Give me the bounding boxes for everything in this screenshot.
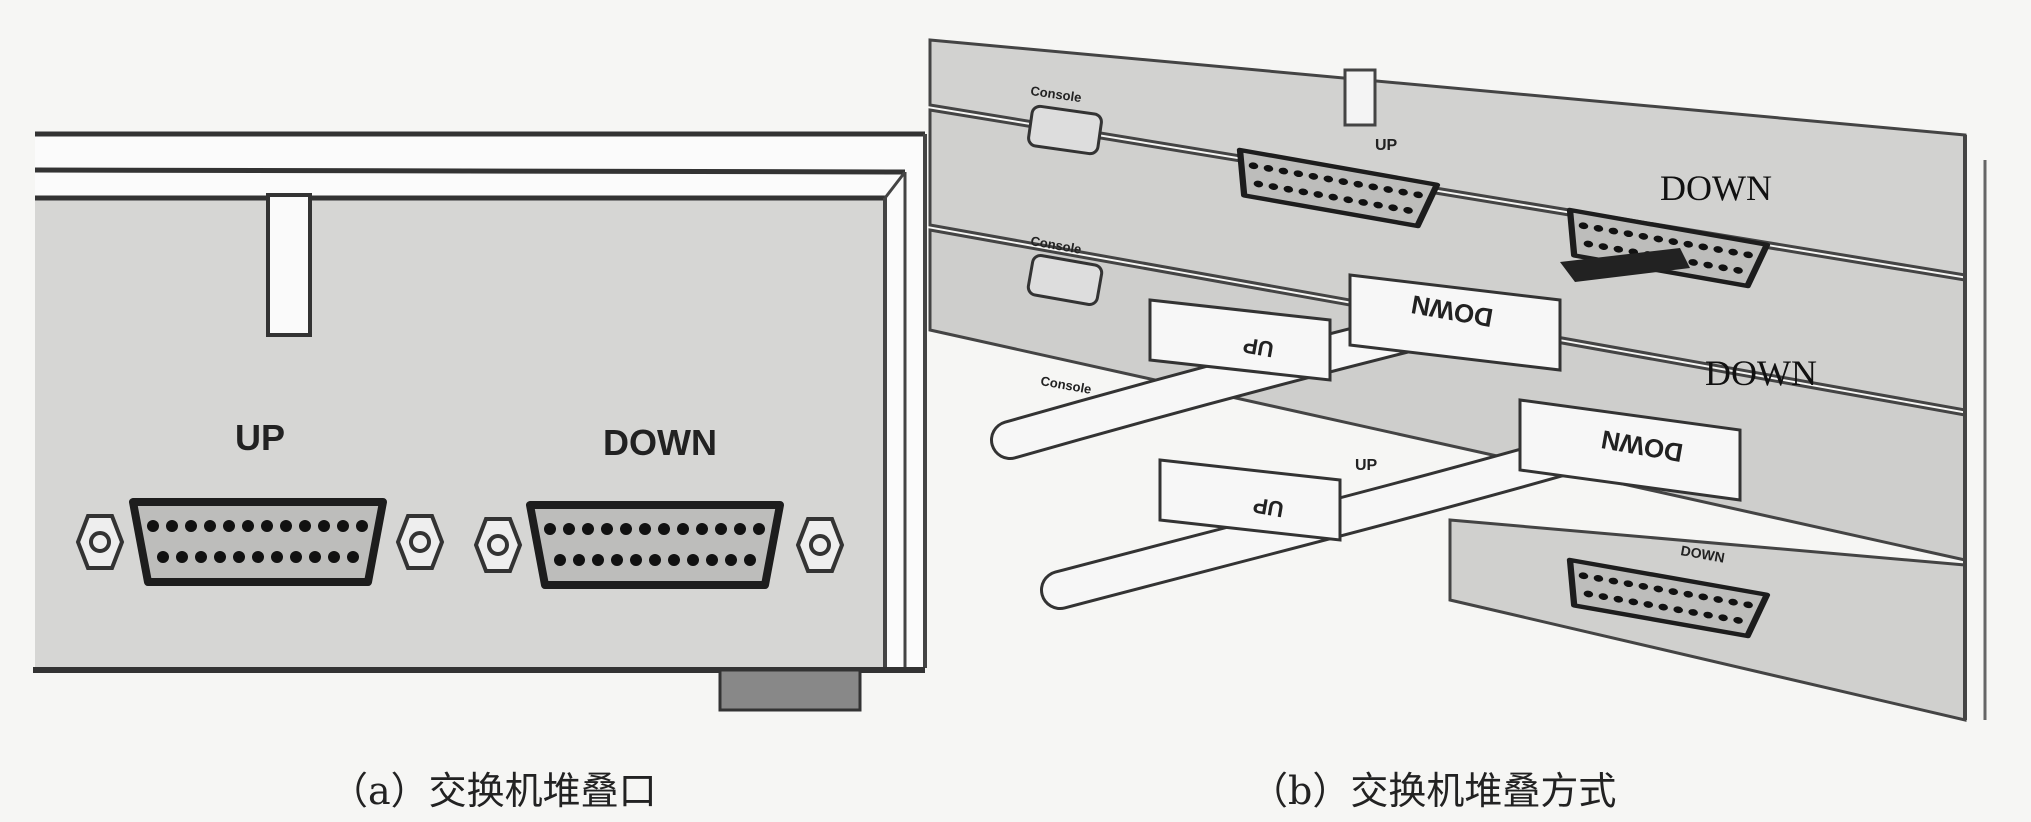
console-port: Console — [1027, 83, 1103, 156]
switch-front-panel: UP DOWN — [33, 131, 927, 712]
down-port — [530, 505, 780, 585]
svg-text:Console: Console — [1039, 373, 1092, 397]
up-port-label: UP — [235, 417, 285, 458]
up-label-top: UP — [1375, 137, 1398, 154]
cable-connector: DOWN UP — [1148, 273, 1562, 382]
down-label-middle: DOWN — [1705, 353, 1817, 393]
screw-nut-icon — [396, 514, 444, 570]
screw-nut-icon — [796, 517, 844, 573]
screw-nut-icon — [474, 517, 522, 573]
arrow-icon — [1560, 248, 1690, 282]
led-window — [266, 193, 312, 337]
console-port: Console — [1039, 373, 1092, 397]
console-port: Console — [1026, 233, 1104, 307]
down-label-bottom: DOWN — [1679, 542, 1725, 565]
cable-connector: DOWN UP — [1158, 398, 1742, 542]
foot — [718, 668, 862, 712]
up-port — [133, 502, 383, 582]
svg-text:UP: UP — [1251, 492, 1285, 522]
svg-text:UP: UP — [1241, 332, 1275, 362]
down-port-label: DOWN — [603, 422, 717, 463]
svg-text:Console: Console — [1030, 83, 1083, 105]
screw-nut-icon — [76, 514, 124, 570]
stacked-switches: Console Console Console UP DOWN DOWN UP … — [928, 38, 1987, 722]
caption-b: （b）交换机堆叠方式 — [1250, 769, 1617, 813]
down-label-top: DOWN — [1660, 168, 1772, 208]
caption-a: （a）交换机堆叠口 — [330, 769, 657, 813]
up-label-middle: UP — [1355, 457, 1378, 474]
